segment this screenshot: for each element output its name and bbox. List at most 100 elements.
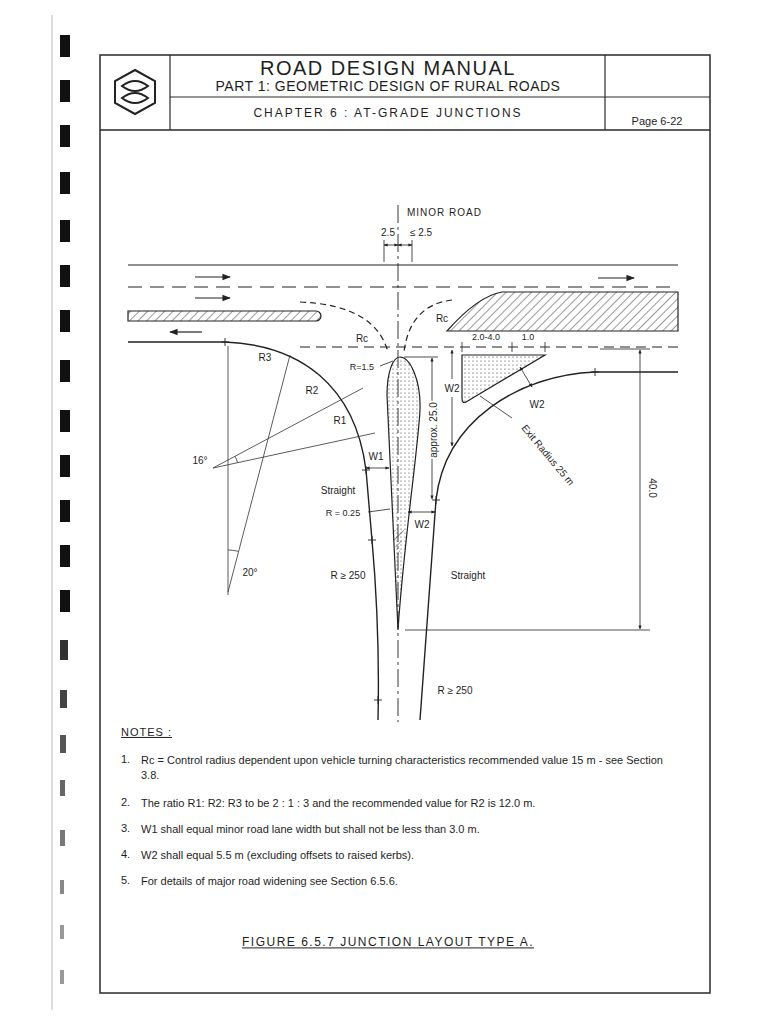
dimension-line: [452, 397, 453, 446]
figure-caption: FIGURE 6.5.7 JUNCTION LAYOUT TYPE A.: [241, 936, 535, 949]
road-edge: [128, 264, 678, 265]
lane-line: [128, 286, 678, 287]
radius-label: R ≥ 250: [330, 570, 367, 581]
binding-hole: [60, 80, 70, 102]
dimension-tick: [462, 342, 463, 352]
binding-hole: [60, 590, 70, 612]
construction-line: [213, 388, 363, 468]
traffic-arrow: [170, 331, 202, 332]
extension-line: [404, 357, 438, 358]
binding-hole: [60, 220, 70, 242]
binding-hole: [60, 545, 70, 567]
binding-hole: [60, 780, 65, 796]
dimension-line: [640, 350, 641, 629]
angle-label: 20°: [241, 567, 258, 578]
traffic-arrow: [195, 276, 230, 277]
binding-hole: [60, 970, 64, 984]
dimension-label: 2.0-4.0: [471, 333, 501, 343]
splitter-island: [387, 357, 420, 630]
radius-label: R ≥ 250: [437, 685, 474, 696]
angle-label: 16°: [191, 455, 208, 466]
logo-link: [122, 93, 148, 103]
width-label: W2: [444, 383, 461, 394]
control-radius-path: [404, 300, 452, 352]
kerb-line: [420, 372, 678, 720]
angle-arc: [235, 456, 237, 463]
tangent-mark: [362, 466, 370, 474]
note-number: 4.: [120, 848, 131, 860]
notes-heading: NOTES :: [120, 726, 173, 738]
title-rule: [604, 55, 605, 130]
radius-label: R3: [258, 352, 273, 363]
binding-hole: [60, 500, 70, 522]
dimension-line: [408, 512, 435, 513]
construction-line: [213, 433, 375, 468]
binding-hole: [60, 925, 64, 939]
extension-line: [384, 240, 385, 262]
dimension-label: 2.5: [380, 227, 396, 238]
width-label: W2: [414, 519, 431, 530]
dimension-line: [398, 245, 412, 246]
dimension-label: approx. 25.0: [428, 401, 439, 459]
traffic-arrow: [598, 277, 634, 278]
note-number: 3.: [120, 822, 131, 834]
radius-label: Rc: [435, 313, 449, 324]
dimensions: [366, 240, 650, 630]
page-number: Page 6-22: [631, 115, 684, 127]
binding-hole: [60, 35, 70, 57]
binding-hole: [60, 310, 70, 332]
lane-line: [300, 346, 678, 347]
note-number: 5.: [120, 874, 131, 886]
construction-line: [228, 355, 290, 592]
radius-label: R2: [305, 385, 320, 396]
binding-hole: [60, 690, 67, 708]
minor-road: [387, 205, 545, 722]
construction-line: [228, 346, 229, 595]
radius-label: R=1.5: [349, 363, 375, 373]
radius-label: Rc: [355, 333, 369, 344]
tangent-mark: [591, 368, 599, 376]
binding-hole: [60, 360, 70, 382]
dimension-line: [366, 468, 389, 469]
dimension-label: ≤ 2.5: [409, 227, 433, 238]
title-rule: [100, 129, 710, 130]
logo-hexagon: [115, 70, 155, 114]
tangent-mark: [368, 536, 376, 544]
angle-arc: [228, 550, 238, 551]
extension-line: [405, 630, 650, 631]
note-text: W2 shall equal 5.5 m (excluding offsets …: [140, 848, 682, 863]
control-radius-path: [300, 302, 388, 352]
chapter-title: CHAPTER 6 : AT-GRADE JUNCTIONS: [252, 107, 523, 120]
binding-hole: [60, 455, 70, 477]
extension-line: [412, 240, 413, 262]
note-number: 2.: [120, 796, 131, 808]
segment-label: Straight: [450, 570, 486, 581]
leader-line: [368, 509, 390, 512]
tangent-mark: [374, 696, 382, 704]
tangent-mark: [221, 338, 229, 346]
radius-label: R1: [333, 415, 348, 426]
binding-hole: [60, 172, 70, 194]
radius-label: Exit Radius 25 m: [519, 422, 577, 489]
logo: [115, 70, 155, 114]
traffic-arrow: [195, 297, 230, 298]
binding: [52, 15, 70, 1010]
binding-hole: [60, 640, 68, 660]
binding-hole: [60, 880, 64, 894]
road-name: MINOR ROAD: [406, 207, 483, 218]
major-road: [128, 265, 678, 720]
sheet-edge: [52, 15, 53, 1010]
hatched-median: [128, 311, 321, 321]
note-number: 1.: [120, 753, 131, 765]
binding-hole: [60, 830, 65, 846]
border: [100, 55, 710, 993]
island-hatching: [392, 530, 404, 560]
kerb-line: [128, 342, 378, 720]
part-title: PART 1: GEOMETRIC DESIGN OF RURAL ROADS: [215, 79, 562, 94]
note-text: For details of major road widening see S…: [140, 874, 682, 889]
binding-hole: [60, 125, 70, 147]
leader-line: [380, 361, 393, 366]
dimension-tick: [512, 342, 513, 352]
